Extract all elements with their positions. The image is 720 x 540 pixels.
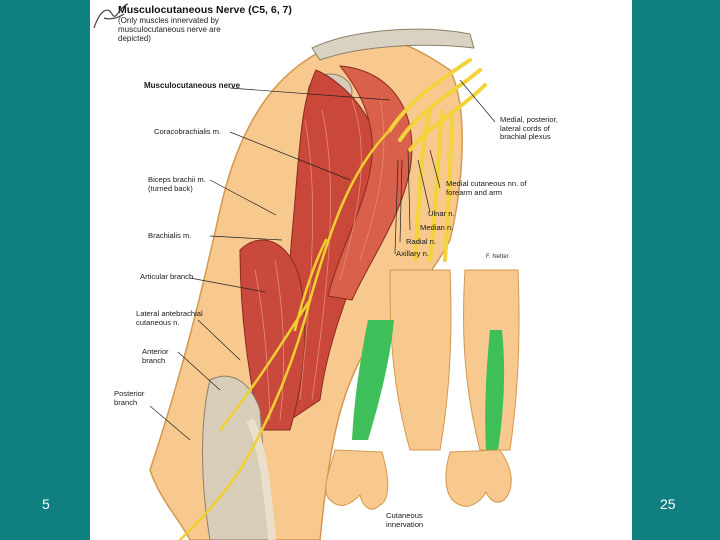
arm-illustration	[149, 28, 520, 540]
plate-subtitle: (Only muscles innervated by musculocutan…	[118, 16, 221, 43]
label-posterior-branch: Posterior branch	[114, 389, 145, 407]
label-musculocutaneous-nerve: Musculocutaneous nerve	[144, 81, 241, 90]
anatomy-plate: Musculocutaneous Nerve (C5, 6, 7) (Only …	[90, 0, 632, 540]
slide-number-right: 25	[660, 496, 676, 512]
muscle-striations	[254, 99, 385, 421]
forearm-left	[389, 269, 452, 451]
netter-signature	[93, 3, 129, 29]
label-medial-cutaneous: Medial cutaneous nn. of forearm and arm	[446, 179, 527, 197]
slide-number-left: 5	[42, 496, 50, 512]
brachial-plexus	[388, 58, 487, 262]
label-radial: Radial n.	[406, 237, 436, 246]
label-brachial-plexus-cords: Medial, posterior, lateral cords of brac…	[500, 115, 558, 142]
label-median: Median n.	[420, 223, 454, 232]
musculocutaneous-nerve-path	[178, 128, 392, 540]
biceps-tendon	[246, 418, 276, 540]
label-anterior-branch: Anterior branch	[142, 347, 169, 365]
coracobrachialis-muscle	[327, 65, 413, 301]
clavicle	[311, 28, 475, 61]
hand-left	[325, 449, 389, 510]
label-cutaneous-innervation: Cutaneous innervation	[386, 511, 424, 529]
label-lateral-antebrachial: Lateral antebrachial cutaneous n.	[136, 309, 203, 327]
label-articular-branch: Articular branch	[140, 272, 194, 281]
label-brachialis: Brachialis m.	[148, 231, 192, 240]
label-ulnar: Ulnar n.	[428, 209, 455, 218]
leader-lines	[149, 79, 496, 441]
plate-title: Musculocutaneous Nerve (C5, 6, 7)	[118, 4, 292, 16]
label-biceps-brachii: Biceps brachii m. (turned back)	[148, 175, 206, 193]
label-axillary: Axillary n.	[396, 249, 429, 258]
hand-right	[445, 449, 512, 507]
cutaneous-zone-left	[352, 320, 394, 440]
label-coracobrachialis: Coracobrachialis m.	[154, 127, 222, 136]
signature-text: F. Netter	[486, 254, 509, 260]
cutaneous-zone-right	[485, 330, 505, 450]
